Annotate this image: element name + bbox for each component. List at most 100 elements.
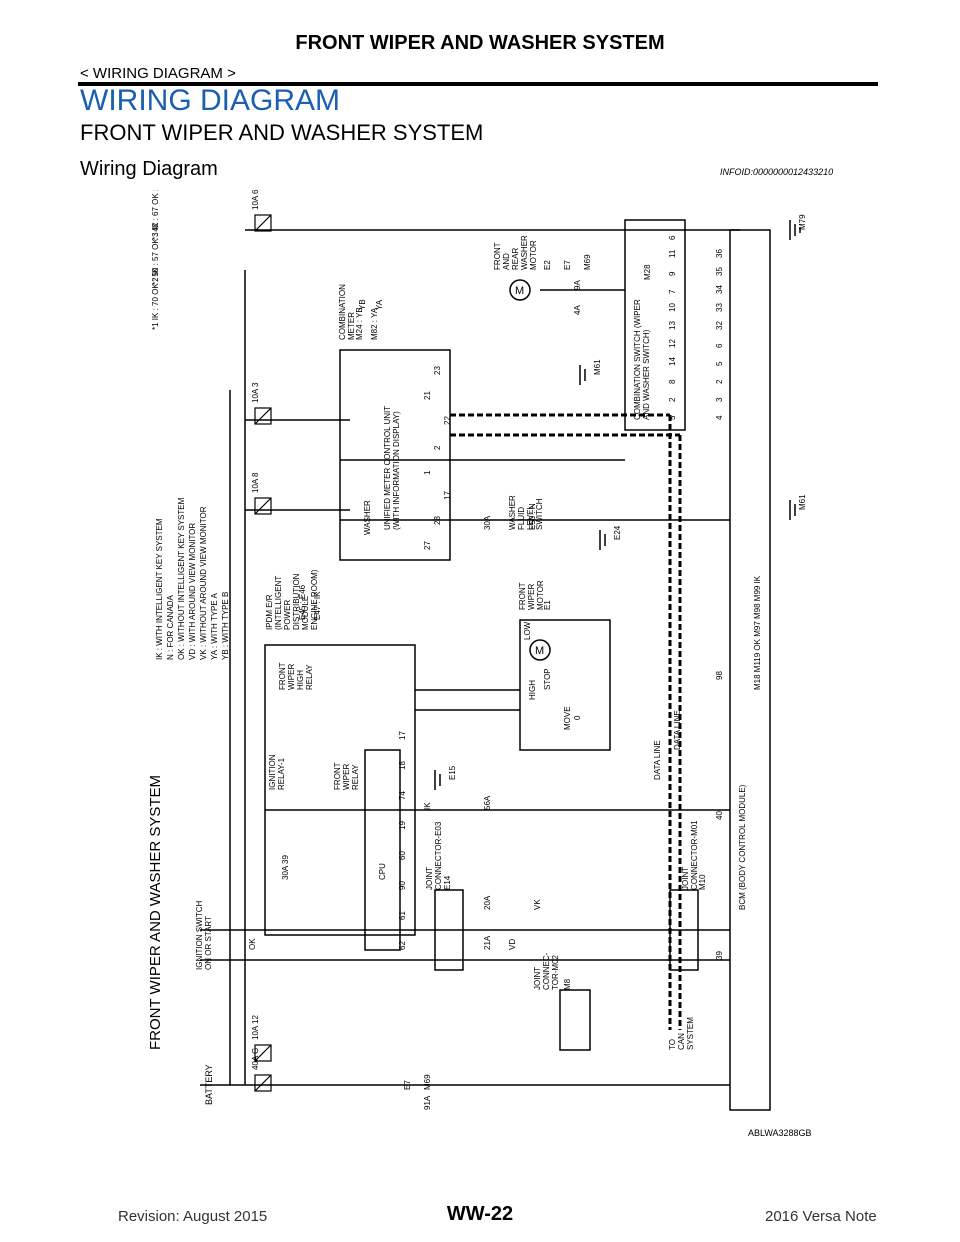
pin-sw-top-1: 2: [668, 397, 677, 402]
data-line-label-2: DATA LINE: [673, 710, 682, 750]
front-wiper-high-relay-label-0: FRONT: [278, 662, 287, 690]
pin-sw-top-2: 8: [668, 379, 677, 384]
pin-ipdm-1: 61: [398, 911, 407, 920]
wire-tag-11: 91A: [423, 1095, 432, 1110]
pin-meter-0: 27: [423, 541, 432, 550]
conn-comb-sw: M28: [643, 264, 652, 280]
ground-symbols: [434, 220, 801, 790]
ipdm-label-5: ENGINE ROOM): [310, 569, 319, 630]
joint-m01-label-0: JOINT: [681, 867, 690, 890]
pin-ipdm-7: 17: [398, 731, 407, 740]
star-row-1: *2 IK : 57 OK : 42: [151, 222, 160, 285]
pin-sw-bottom-9: 36: [715, 249, 724, 258]
pin-sw-bottom-0: 4: [715, 415, 724, 420]
figure-id: ABLWA3288GB: [748, 1128, 812, 1138]
wire-tag-7: M69: [423, 1074, 432, 1090]
ipdm-label-3: DISTRIBUTION: [292, 573, 301, 630]
ipdm-box: [264, 644, 416, 936]
pin-meter-5: 22: [443, 416, 452, 425]
front-wiper-motor-label-0: FRONT: [518, 582, 527, 610]
ipdm-label-4: MODULE: [301, 596, 310, 630]
unified-meter-label-1: (WITH INFORMATION DISPLAY): [392, 411, 401, 530]
star-row-2: *3 IK : 67 OK : 55: [151, 190, 160, 240]
pin-bcm-2: 98: [715, 671, 724, 680]
ignition-switch-label-1: ON OR START: [204, 916, 213, 970]
pin-ipdm-0: 62: [398, 941, 407, 950]
to-can-label-2: SYSTEM: [686, 1017, 695, 1050]
pin-bcm-1: 40: [715, 811, 724, 820]
ignition-relay-label-1: RELAY-1: [277, 757, 286, 790]
pin-sw-bottom-3: 5: [715, 361, 724, 366]
conn-washer-motor: E2: [543, 260, 552, 270]
wire-tag-14: 56A: [483, 795, 492, 810]
legend-item-0: IK : WITH INTELLIGENT KEY SYSTEM: [155, 518, 164, 660]
pin-sw-bottom-5: 32: [715, 321, 724, 330]
conn-fluid-sw: E50 : N: [528, 503, 537, 530]
joint-m02-label-0: JOINT: [533, 967, 542, 990]
pin-bcm-0: 39: [715, 951, 724, 960]
conn-washer-motor-in-2: M69: [583, 254, 592, 270]
fuse-0: 10A 6: [251, 190, 260, 210]
front-wiper-relay-label-2: RELAY: [351, 764, 360, 790]
stop-label: STOP: [543, 668, 552, 690]
pin-meter-4: 2: [433, 445, 442, 450]
pin-meter-3: 1: [423, 470, 432, 475]
conn-m01: M10: [698, 874, 707, 890]
pin-ipdm-3: 60: [398, 851, 407, 860]
washer-fluid-switch-label-0: WASHER: [508, 495, 517, 530]
wiper-motor-icon: [529, 639, 551, 661]
front-wiper-high-relay-label-2: HIGH: [296, 670, 305, 690]
front-wiper-motor-label-2: MOTOR: [536, 580, 545, 610]
washer-motor-label-1: AND: [502, 253, 511, 270]
battery-label: BATTERY: [204, 1064, 214, 1105]
system-heading: FRONT WIPER AND WASHER SYSTEM: [80, 120, 484, 145]
pin-sw-top-0: 5: [668, 415, 677, 420]
pin-sw-bottom-8: 35: [715, 267, 724, 276]
pin-meter-7: 23: [433, 366, 442, 375]
legend-item-4: VK : WITHOUT AROUND VIEW MONITOR: [199, 506, 208, 660]
washer-motor-label-4: MOTOR: [529, 240, 538, 270]
conn-wiper-motor: E1: [543, 600, 552, 610]
pin-sw-top-9: 11: [668, 249, 677, 258]
legend-item-6: YB : WITH TYPE B: [221, 592, 230, 660]
wire-tag-3: VK: [533, 899, 542, 910]
pin-sw-bottom-4: 6: [715, 343, 724, 348]
conn-ipdm: E45 : E46: [298, 584, 307, 620]
pin-sw-top-10: 6: [668, 235, 677, 240]
pin-sw-bottom-7: 34: [715, 285, 724, 294]
front-wiper-relay-label-0: FRONT: [333, 762, 342, 790]
low-label: LOW: [523, 621, 532, 640]
pin-sw-top-8: 9: [668, 271, 677, 276]
legend-item-5: YA : WITH TYPE A: [210, 593, 219, 660]
combination-meter-label-0: COMBINATION: [338, 284, 347, 340]
ground-4: E15: [448, 765, 457, 780]
front-wiper-high-relay-label-1: WIPER: [287, 664, 296, 690]
header-rule: [78, 82, 878, 86]
front-wiper-motor-label-1: WIPER: [527, 584, 536, 610]
unified-meter-label-0: UNIFIED METER CONTROL UNIT: [383, 406, 392, 530]
side-title: FRONT WIPER AND WASHER SYSTEM: [147, 775, 164, 1050]
washer-fluid-switch-label-2: LEVEL: [526, 505, 535, 530]
pin-meter-6: 21: [423, 391, 432, 400]
fuse-3: 10A 12: [251, 1015, 260, 1040]
conn-e03: E14: [443, 875, 452, 890]
footer-page-number: WW-22: [446, 1203, 514, 1225]
cpu-box: [364, 749, 401, 951]
move-label: MOVE: [563, 706, 572, 730]
combination-switch-box: [624, 219, 686, 431]
pin-sw-bottom-6: 33: [715, 303, 724, 312]
footer-model: 2016 Versa Note: [765, 1208, 877, 1225]
combination-meter-label-1: METER: [347, 312, 356, 340]
joint-m02-label-2: TOR-M02: [551, 954, 560, 990]
fuse-2: 10A 8: [251, 472, 260, 493]
fuse-symbols: [254, 214, 272, 1092]
section-heading: WIRING DIAGRAM: [80, 84, 340, 117]
bcm-box: [729, 229, 771, 1111]
legend-item-2: OK : WITHOUT INTELLIGENT KEY SYSTEM: [177, 497, 186, 660]
page-header-title: FRONT WIPER AND WASHER SYSTEM: [295, 32, 665, 54]
combination-meter-box: [339, 349, 451, 561]
conn-bcm: M18 M119 OK M97 M98 M99 IK: [753, 575, 762, 690]
fuse-1: 10A 3: [251, 382, 260, 403]
combination-switch-label-1: AND WASHER SWITCH): [642, 329, 651, 420]
